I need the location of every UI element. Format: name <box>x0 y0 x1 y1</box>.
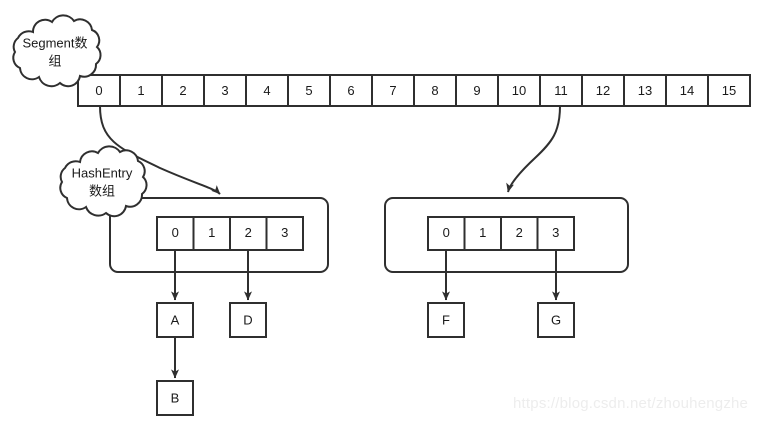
node-d-label: D <box>243 312 252 327</box>
hashentry-array-right: 0 1 2 3 <box>384 197 629 273</box>
hashentry-cloud-label-line1: HashEntry <box>72 165 133 180</box>
segment-cell-8[interactable]: 8 <box>431 83 438 98</box>
hashentry-left-cell-2[interactable]: 2 <box>245 225 252 240</box>
node-f-label: F <box>442 312 450 327</box>
segment-cell-11[interactable]: 11 <box>554 83 568 98</box>
watermark: https://blog.csdn.net/zhouhengzhe <box>513 395 748 412</box>
hashentry-array-left: 0 1 2 3 <box>109 197 329 273</box>
segment-cell-10[interactable]: 10 <box>512 83 526 98</box>
segment-cell-13[interactable]: 13 <box>638 83 652 98</box>
node-g-box[interactable] <box>537 302 575 338</box>
node-f-box[interactable] <box>427 302 465 338</box>
hashentry-right-cell-2[interactable]: 2 <box>516 225 523 240</box>
segment-cell-7[interactable]: 7 <box>389 83 396 98</box>
segment-cell-6[interactable]: 6 <box>347 83 354 98</box>
node-g[interactable]: G <box>537 302 575 338</box>
node-d[interactable]: D <box>229 302 267 338</box>
node-a-label: A <box>171 312 180 327</box>
segment-array: 0 1 2 3 4 5 6 7 8 9 10 11 12 13 14 15 <box>77 74 751 107</box>
segment-cell-4[interactable]: 4 <box>263 83 270 98</box>
segment-cell-12[interactable]: 12 <box>596 83 610 98</box>
hashentry-right-cell-1[interactable]: 1 <box>479 225 486 240</box>
segment-cloud-label-line2: 组 <box>48 53 61 68</box>
node-b[interactable]: B <box>156 380 194 416</box>
node-b-label: B <box>171 390 180 405</box>
node-a[interactable]: A <box>156 302 194 338</box>
hashentry-cloud-label-line2: 数组 <box>89 183 115 198</box>
node-g-label: G <box>551 312 561 327</box>
hashentry-cloud-shape <box>59 145 148 218</box>
segment-cell-0[interactable]: 0 <box>95 83 102 98</box>
hashentry-left-cell-0[interactable]: 0 <box>172 225 179 240</box>
hashentry-right-cell-3[interactable]: 3 <box>552 225 559 240</box>
segment-cell-1[interactable]: 1 <box>137 83 144 98</box>
node-a-box[interactable] <box>156 302 194 338</box>
node-d-box[interactable] <box>229 302 267 338</box>
segment-array-cloud: Segment数 组 <box>12 14 102 88</box>
hashentry-left-cell-3[interactable]: 3 <box>281 225 288 240</box>
segment-cell-3[interactable]: 3 <box>221 83 228 98</box>
hashentry-right-cell-0[interactable]: 0 <box>443 225 450 240</box>
segment-cloud-label-line1: Segment数 <box>22 35 87 50</box>
connector-segment0-to-hashentry-left <box>99 105 221 195</box>
connector-segment11-to-hashentry-right <box>506 105 561 193</box>
segment-cell-9[interactable]: 9 <box>473 83 480 98</box>
node-f[interactable]: F <box>427 302 465 338</box>
segment-cell-14[interactable]: 14 <box>680 83 694 98</box>
hashentry-array-cloud: HashEntry 数组 <box>59 145 148 218</box>
segment-cell-2[interactable]: 2 <box>179 83 186 98</box>
hashentry-left-cell-1[interactable]: 1 <box>208 225 215 240</box>
segment-cell-5[interactable]: 5 <box>305 83 312 98</box>
node-b-box[interactable] <box>156 380 194 416</box>
segment-cell-15[interactable]: 15 <box>722 83 736 98</box>
segment-cloud-shape <box>12 14 102 88</box>
